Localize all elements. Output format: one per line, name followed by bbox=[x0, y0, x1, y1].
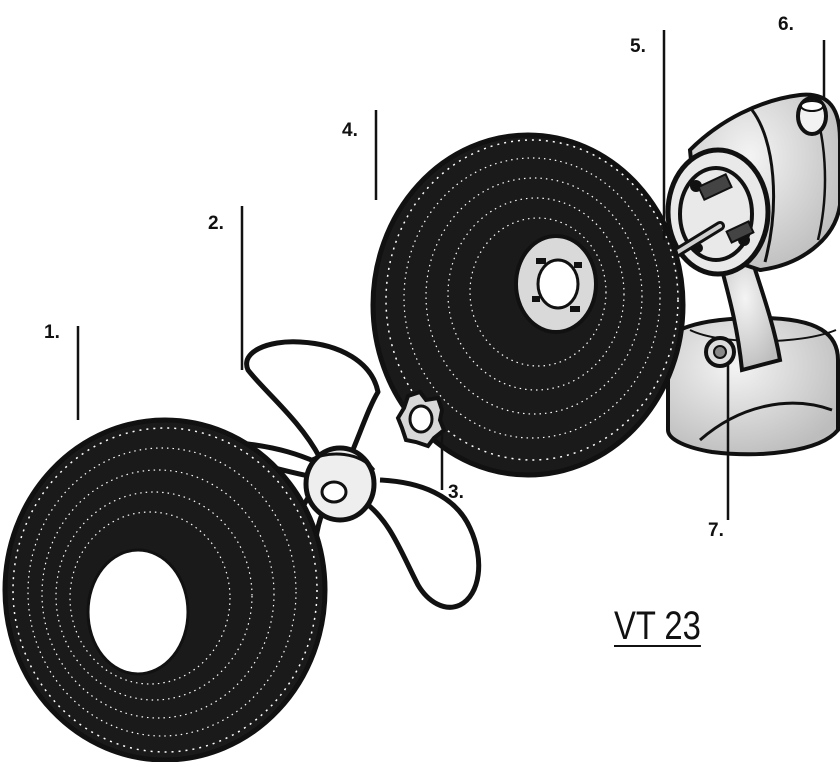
fan-blade bbox=[227, 339, 482, 610]
stand-column bbox=[719, 257, 783, 373]
callout-3: 3. bbox=[448, 482, 464, 503]
callout-2: 2. bbox=[208, 213, 224, 234]
leader-lines bbox=[76, 30, 826, 520]
callout-4: 4. bbox=[342, 120, 358, 141]
grille-nut bbox=[395, 389, 447, 449]
rear-grille bbox=[370, 132, 686, 478]
front-grille bbox=[2, 417, 328, 763]
front-grille-opening bbox=[86, 548, 190, 676]
callout-1: 1. bbox=[44, 322, 60, 343]
callout-6: 6. bbox=[778, 14, 794, 35]
motor-base-assembly bbox=[663, 92, 840, 457]
callout-7: 7. bbox=[708, 520, 724, 541]
callout-5: 5. bbox=[630, 36, 646, 57]
model-label: VT 23 bbox=[614, 604, 701, 648]
